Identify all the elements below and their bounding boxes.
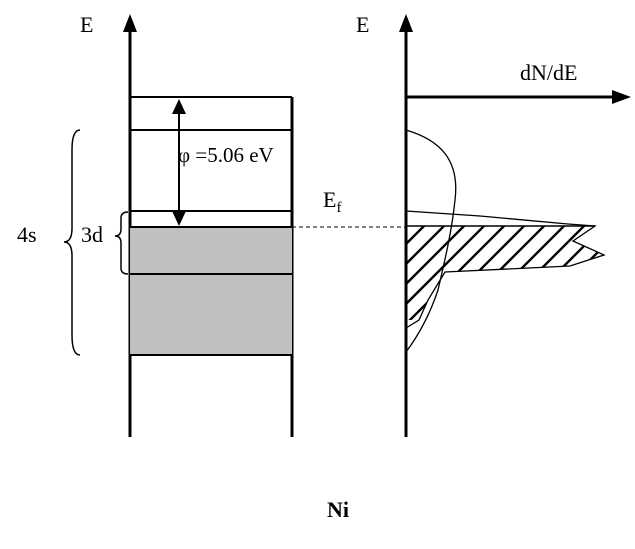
- fermi-label: Ef: [323, 187, 341, 216]
- dos-axis-label: dN/dE: [520, 60, 577, 85]
- band-4s-label: 4s: [17, 222, 37, 247]
- dos-3d-curve: [405, 210, 606, 329]
- work-function-arrow-top: [172, 99, 186, 114]
- occupied-states-hatching: [406, 226, 604, 320]
- right-dos-plot: E dN/dE: [356, 12, 631, 437]
- band-3d-label: 3d: [81, 222, 103, 247]
- work-function-label: φ =5.06 eV: [178, 143, 274, 167]
- right-energy-axis-label: E: [356, 12, 369, 37]
- left-energy-axis-label: E: [80, 12, 93, 37]
- brace-3d: [114, 211, 129, 275]
- element-caption: Ni: [327, 497, 349, 522]
- work-function-arrow-bottom: [172, 211, 186, 226]
- occupied-band-fill: [130, 227, 292, 355]
- brace-4s: [63, 129, 81, 356]
- dos-4s-curve: [405, 129, 457, 353]
- right-energy-axis-arrowhead: [399, 14, 413, 32]
- left-energy-scheme: φ =5.06 eV E 4s 3d: [17, 12, 294, 437]
- left-energy-axis-arrowhead: [123, 14, 137, 32]
- dos-axis-arrowhead: [612, 90, 631, 104]
